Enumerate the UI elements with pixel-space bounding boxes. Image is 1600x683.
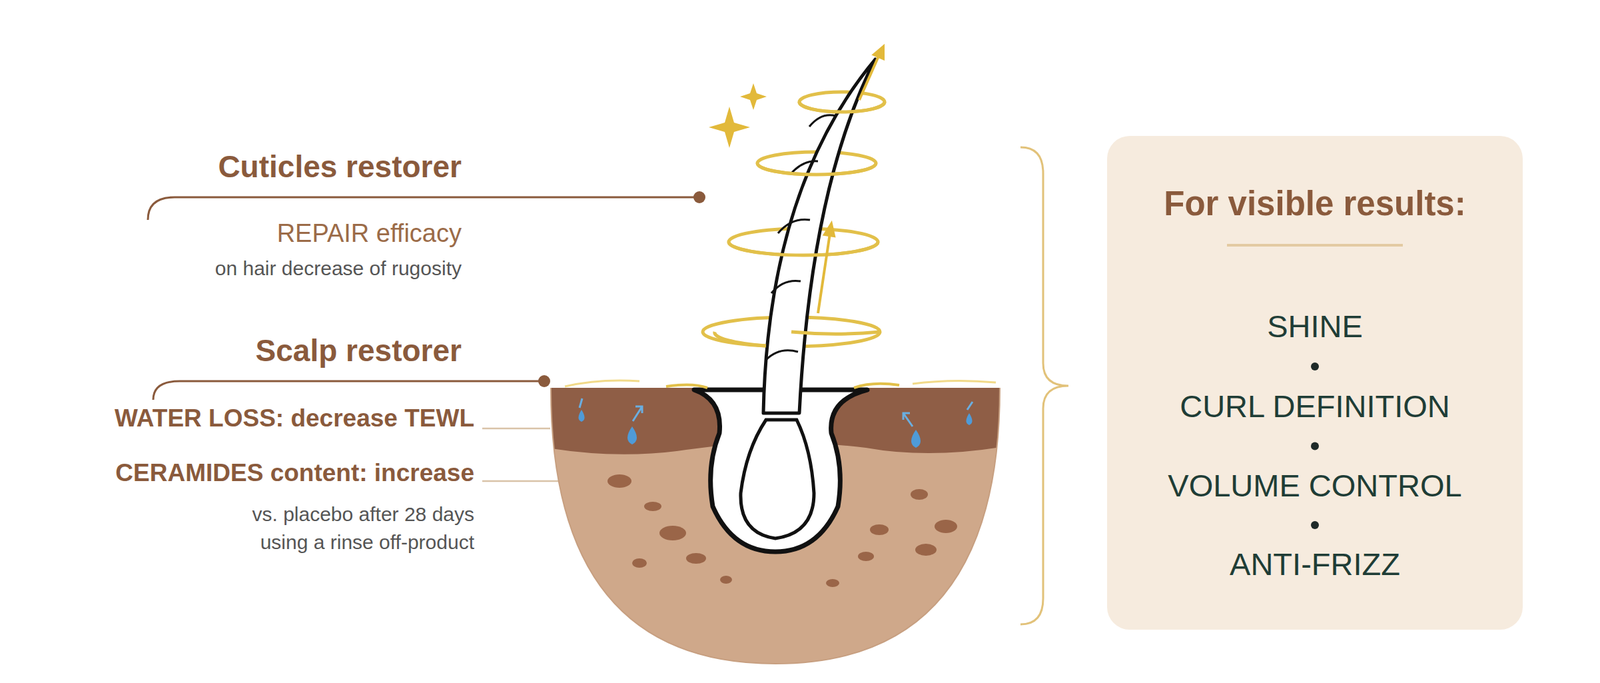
leader-line: [482, 427, 551, 430]
result-item: SHINE: [1107, 307, 1523, 346]
sparkle: [740, 83, 767, 110]
claim-text: WATER LOSS: decrease TEWL: [114, 400, 475, 436]
scalp-section: [546, 379, 1013, 673]
hair-bulb: [740, 419, 814, 539]
section-heading: Cuticles restorer: [217, 145, 462, 188]
leader-line: [153, 381, 540, 400]
results-panel: For visible results: SHINE CURL DEFINITION…: [1107, 135, 1523, 630]
claim-text: REPAIR efficacy: [277, 215, 462, 252]
section-heading: Scalp restorer: [255, 329, 462, 372]
result-item: VOLUME CONTROL: [1107, 466, 1523, 505]
note-text: vs. placebo after 28 days using a rinse …: [207, 500, 475, 557]
panel-heading: For visible results:: [1107, 183, 1523, 224]
bracket: [1020, 147, 1069, 625]
leader-dot: [538, 375, 551, 388]
leader-line: [147, 197, 695, 220]
sparkle: [708, 106, 751, 148]
result-item: ANTI-FRIZZ: [1107, 545, 1523, 583]
leader-dot: [693, 191, 706, 204]
claim-text: CERAMIDES content: increase: [115, 455, 475, 491]
note-text: on hair decrease of rugosity: [215, 254, 462, 283]
result-item: CURL DEFINITION: [1107, 387, 1523, 425]
